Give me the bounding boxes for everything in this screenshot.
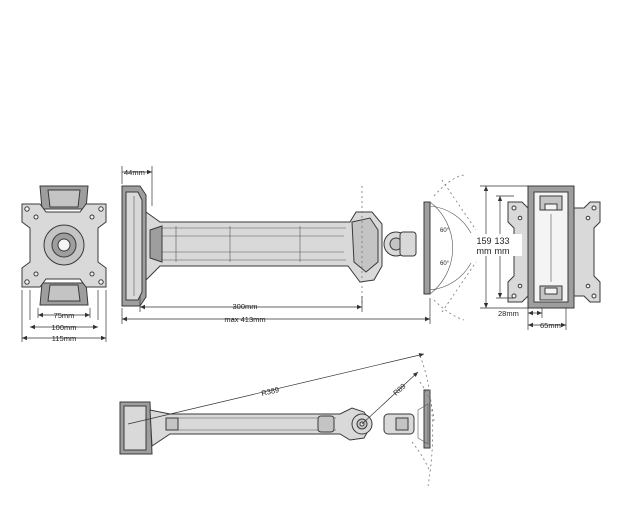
dim-413: max 413mm [224, 315, 265, 324]
side-tilt-plate [423, 201, 431, 295]
side-arm [145, 211, 383, 283]
dim-28: 28mm [498, 309, 519, 318]
dim-300: 300mm [232, 302, 257, 311]
dim-159-unit: mm [477, 246, 492, 256]
dim-159: 159 [476, 236, 491, 246]
wall-plate-view: 159 mm 133 mm 28mm 65mm [474, 185, 601, 330]
top-head-plate [423, 389, 431, 449]
dim-44: 44mm [124, 168, 145, 177]
top-arm [149, 407, 373, 447]
dim-100: 100mm [51, 323, 76, 332]
dim-133-unit: mm [495, 246, 510, 256]
dim-75: 75mm [54, 311, 75, 320]
dim-65: 65mm [540, 321, 561, 330]
dim-133: 133 [494, 236, 509, 246]
tilt-up-label: 60° [440, 228, 450, 234]
tilt-down-label: 60° [440, 261, 450, 267]
top-view: R389 R89 [119, 353, 435, 487]
radius-r389: R389 [260, 385, 280, 398]
side-view: 60° 60° 44mm 300mm max 413mm [121, 166, 477, 324]
dim-115: 115mm [52, 334, 76, 343]
front-view: 75mm 100mm 115mm [21, 185, 107, 343]
